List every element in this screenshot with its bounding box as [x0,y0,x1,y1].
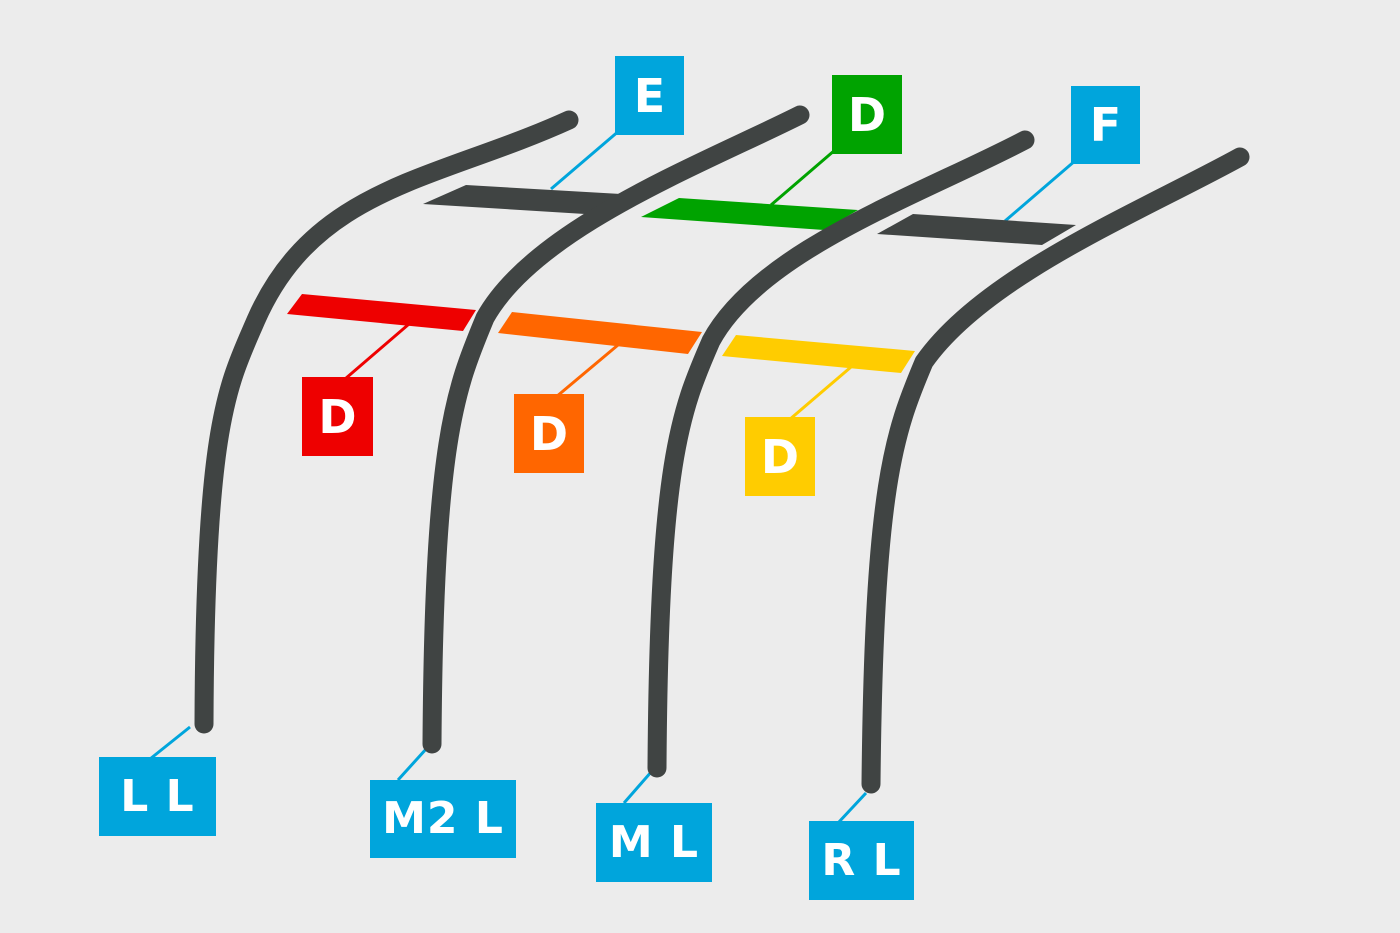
leader-line-ll [149,725,191,761]
leader-line-m2l [396,746,429,782]
lens-curve-m2l [422,105,810,754]
gap-bar-e [423,185,621,214]
lens-curves [194,105,1250,794]
leader-line-d-orange [555,343,619,399]
label-ml: M L [596,803,712,882]
leader-line-d-red [344,322,410,381]
label-d-red: D [302,377,373,456]
leader-line-ml [622,770,654,804]
leader-line-e [550,128,621,191]
label-e: E [615,56,684,135]
gap-bar-d-green [641,198,858,230]
lens-curve-rl [861,147,1250,794]
label-d-yellow: D [745,417,815,496]
leader-line-d-yellow [788,365,852,422]
label-rl: R L [809,821,914,900]
label-f: F [1071,86,1140,164]
leader-line-rl [836,791,868,825]
gap-bar-f [877,214,1076,245]
lens-curve-ll [194,110,579,734]
lower-gap-bars [287,294,915,373]
label-d-green: D [832,75,902,154]
label-d-orange: D [514,394,584,473]
lens-curve-ml [647,130,1035,778]
leader-lines [149,128,1077,825]
upper-gap-bars [423,185,1076,245]
label-ll: L L [99,757,216,836]
gap-bar-d-red [287,294,476,331]
leader-line-f [1004,158,1077,223]
gap-bar-d-orange [498,312,702,354]
label-m2l: M2 L [370,780,516,858]
gap-bar-d-yellow [722,335,915,373]
leader-line-d-green [770,148,836,207]
